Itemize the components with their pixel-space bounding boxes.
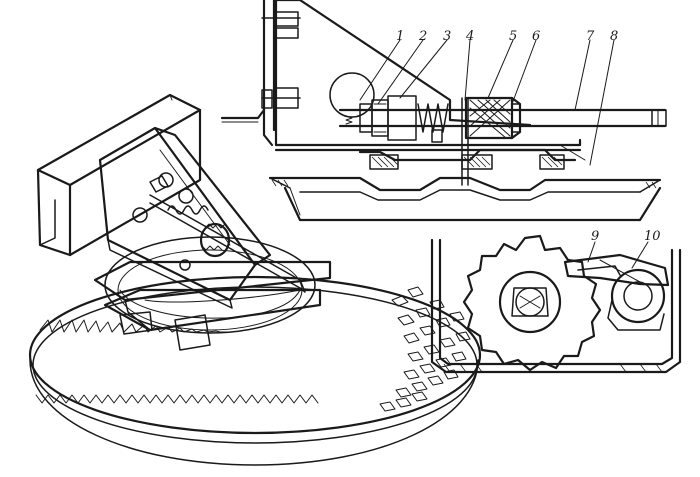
support-shoes <box>358 148 577 170</box>
callout-4: 4 <box>465 29 474 44</box>
ratchet-detail-view <box>430 234 682 374</box>
callout-leaders-top <box>359 39 615 166</box>
callout-leaders-detail <box>587 241 649 269</box>
callout-9: 9 <box>591 229 599 244</box>
callout-7: 7 <box>586 29 595 44</box>
clamp-bars <box>93 260 332 351</box>
callout-2: 2 <box>418 29 427 44</box>
rim-section <box>268 176 662 222</box>
perspective-view <box>28 93 482 466</box>
frame-channel <box>36 93 202 257</box>
screw-axis <box>338 95 667 186</box>
ratchet-wheel <box>462 234 602 372</box>
callout-labels: 1 2 3 4 5 6 7 8 9 10 <box>396 29 661 244</box>
cross-section-view <box>220 0 667 222</box>
wall-bolts <box>261 11 301 109</box>
callout-6: 6 <box>532 29 540 44</box>
pawl-and-cam <box>563 253 670 331</box>
callout-10: 10 <box>644 229 661 244</box>
callout-8: 8 <box>610 29 618 44</box>
mounting-bracket <box>98 126 272 309</box>
screw-mechanism <box>149 175 306 293</box>
callout-5: 5 <box>509 29 517 44</box>
callout-3: 3 <box>443 29 451 44</box>
callout-1: 1 <box>396 29 404 44</box>
spare-tire <box>28 275 482 466</box>
